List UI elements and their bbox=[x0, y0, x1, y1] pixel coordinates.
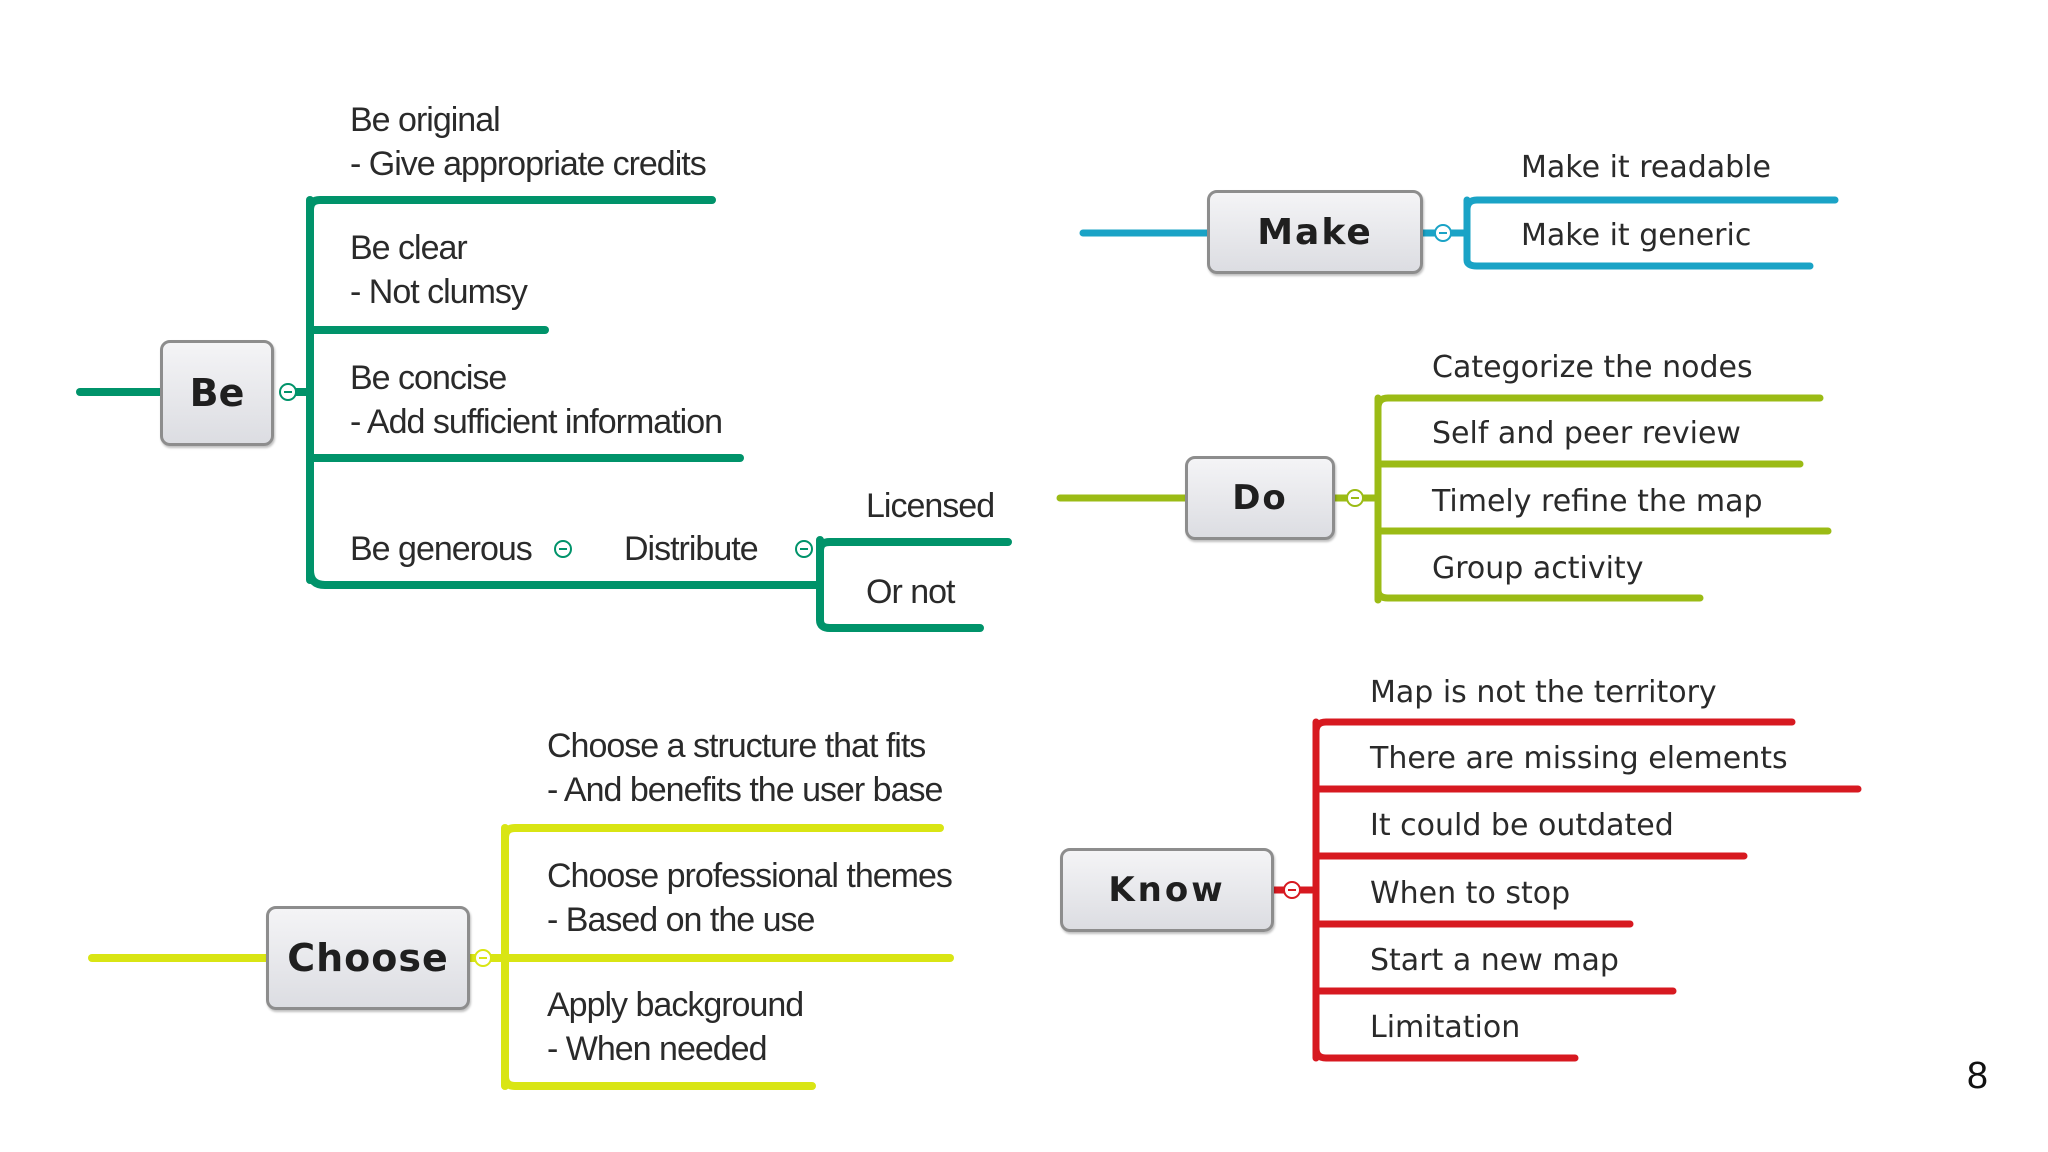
be-generous-topic[interactable]: Be generous bbox=[350, 530, 533, 568]
be-original-line2: - Give appropriate credits bbox=[350, 145, 707, 183]
choose-themes-line1: Choose professional themes bbox=[547, 857, 953, 895]
be-clear-line2: - Not clumsy bbox=[350, 273, 528, 311]
do-item[interactable]: Self and peer review bbox=[1432, 416, 1741, 451]
node-choose[interactable]: Choose bbox=[266, 906, 470, 1010]
choose-structure-line1: Choose a structure that fits bbox=[547, 727, 926, 765]
know-connectors bbox=[1268, 718, 1862, 1062]
page-number: 8 bbox=[1966, 1055, 1988, 1097]
or-not-topic[interactable]: Or not bbox=[866, 573, 955, 611]
choose-themes-line2: - Based on the use bbox=[547, 901, 815, 939]
choose-connectors bbox=[88, 824, 954, 1090]
be-clear-topic[interactable]: Be clear - Not clumsy bbox=[350, 226, 528, 314]
be-generous-collapse-toggle[interactable] bbox=[554, 540, 572, 558]
know-collapse-toggle[interactable] bbox=[1283, 881, 1301, 899]
do-collapse-toggle[interactable] bbox=[1346, 489, 1364, 507]
node-know-label: Know bbox=[1108, 870, 1226, 910]
be-connectors bbox=[76, 196, 1012, 632]
make-item[interactable]: Make it readable bbox=[1521, 150, 1771, 185]
know-item[interactable]: Map is not the territory bbox=[1370, 675, 1717, 710]
node-choose-label: Choose bbox=[287, 936, 449, 980]
node-do[interactable]: Do bbox=[1185, 456, 1335, 540]
know-item[interactable]: There are missing elements bbox=[1370, 741, 1788, 776]
be-concise-topic[interactable]: Be concise - Add sufficient information bbox=[350, 356, 723, 444]
choose-themes-topic[interactable]: Choose professional themes - Based on th… bbox=[547, 854, 953, 942]
choose-collapse-toggle[interactable] bbox=[474, 949, 492, 967]
make-item[interactable]: Make it generic bbox=[1521, 218, 1752, 253]
be-collapse-toggle[interactable] bbox=[279, 383, 297, 401]
do-connectors bbox=[1056, 394, 1832, 604]
distribute-collapse-toggle[interactable] bbox=[795, 540, 813, 558]
know-item[interactable]: Start a new map bbox=[1370, 943, 1619, 978]
make-connectors bbox=[1079, 196, 1839, 270]
choose-structure-line2: - And benefits the user base bbox=[547, 771, 943, 809]
do-item[interactable]: Timely refine the map bbox=[1432, 484, 1763, 519]
be-clear-line1: Be clear bbox=[350, 229, 468, 267]
node-make-label: Make bbox=[1257, 211, 1373, 253]
know-item[interactable]: Limitation bbox=[1370, 1010, 1521, 1045]
choose-structure-topic[interactable]: Choose a structure that fits - And benef… bbox=[547, 724, 943, 812]
apply-background-line2: - When needed bbox=[547, 1030, 768, 1068]
do-item[interactable]: Group activity bbox=[1432, 551, 1644, 586]
node-be[interactable]: Be bbox=[160, 340, 274, 446]
know-item[interactable]: It could be outdated bbox=[1370, 808, 1674, 843]
apply-background-topic[interactable]: Apply background - When needed bbox=[547, 983, 804, 1071]
node-be-label: Be bbox=[189, 371, 245, 415]
node-do-label: Do bbox=[1232, 478, 1288, 518]
licensed-topic[interactable]: Licensed bbox=[866, 487, 995, 525]
be-concise-line1: Be concise bbox=[350, 359, 507, 397]
make-collapse-toggle[interactable] bbox=[1434, 224, 1452, 242]
do-item[interactable]: Categorize the nodes bbox=[1432, 350, 1753, 385]
node-make[interactable]: Make bbox=[1207, 190, 1423, 274]
be-original-topic[interactable]: Be original - Give appropriate credits bbox=[350, 98, 707, 186]
apply-background-line1: Apply background bbox=[547, 986, 804, 1024]
be-concise-line2: - Add sufficient information bbox=[350, 403, 723, 441]
distribute-topic[interactable]: Distribute bbox=[624, 530, 759, 568]
node-know[interactable]: Know bbox=[1060, 848, 1274, 932]
be-original-line1: Be original bbox=[350, 101, 501, 139]
know-item[interactable]: When to stop bbox=[1370, 876, 1571, 911]
